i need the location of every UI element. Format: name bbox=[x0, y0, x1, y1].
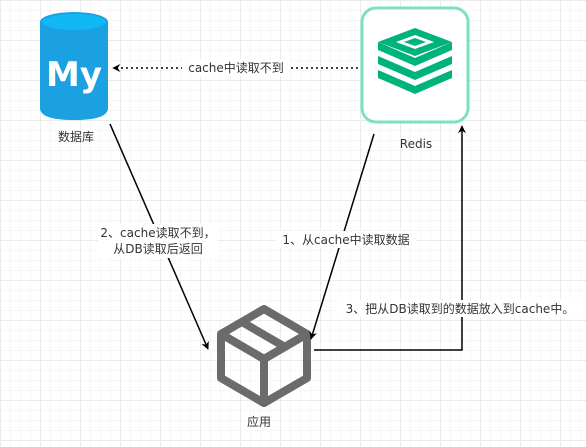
redis-node: Redis bbox=[360, 6, 470, 151]
edge-read-cache: 1、从cache中读取数据 bbox=[276, 133, 416, 340]
edge-cache-miss-label: cache中读取不到 bbox=[188, 60, 284, 75]
mysql-database-icon: My bbox=[40, 12, 108, 120]
edge-write-cache-label: 3、把从DB读取到的数据放入到cache中。 bbox=[346, 301, 575, 316]
edge-write-cache: 3、把从DB读取到的数据放入到cache中。 bbox=[314, 125, 582, 351]
package-box-icon bbox=[217, 305, 311, 407]
database-label: 数据库 bbox=[58, 129, 94, 144]
mysql-logo-text: My bbox=[46, 55, 102, 95]
redis-label: Redis bbox=[400, 137, 432, 151]
edge-cache-miss: cache中读取不到 bbox=[112, 59, 358, 76]
app-label: 应用 bbox=[247, 414, 271, 429]
database-node: My 数据库 bbox=[40, 12, 108, 144]
app-node: 应用 bbox=[217, 305, 311, 429]
edge-read-db-label-line1: 2、cache读取不到， bbox=[100, 226, 215, 240]
edge-read-db-label-line2: 从DB读取后返回 bbox=[113, 242, 202, 256]
redis-stack-icon bbox=[378, 28, 452, 94]
edge-read-cache-label: 1、从cache中读取数据 bbox=[282, 232, 409, 247]
edge-read-db: 2、cache读取不到， 从DB读取后返回 bbox=[98, 123, 218, 350]
